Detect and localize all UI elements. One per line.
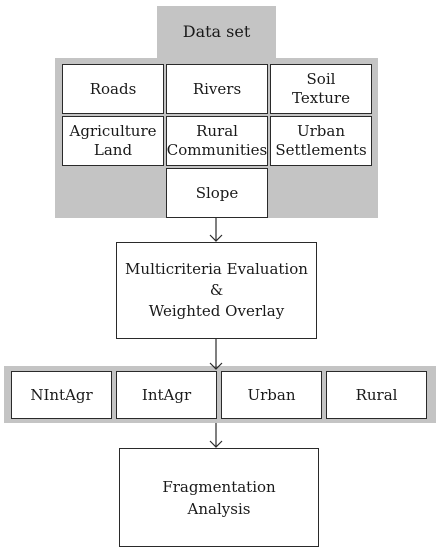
dataset-rivers: Rivers (166, 64, 268, 114)
dataset-rural-communities: Rural Communities (166, 116, 268, 166)
class-rural: Rural (326, 371, 427, 419)
class-nintagr: NIntAgr (11, 371, 112, 419)
output-box: Fragmentation Analysis (119, 448, 319, 547)
dataset-soil-texture: Soil Texture (270, 64, 372, 114)
dataset-title: Data set (182, 22, 251, 41)
class-intagr: IntAgr (116, 371, 217, 419)
class-urban: Urban (221, 371, 322, 419)
dataset-slope: Slope (166, 168, 268, 218)
dataset-urban-settlements: Urban Settlements (270, 116, 372, 166)
dataset-header (157, 6, 276, 58)
dataset-roads: Roads (62, 64, 164, 114)
process-box: Multicriteria Evaluation & Weighted Over… (116, 242, 317, 339)
dataset-agriculture-land: Agriculture Land (62, 116, 164, 166)
